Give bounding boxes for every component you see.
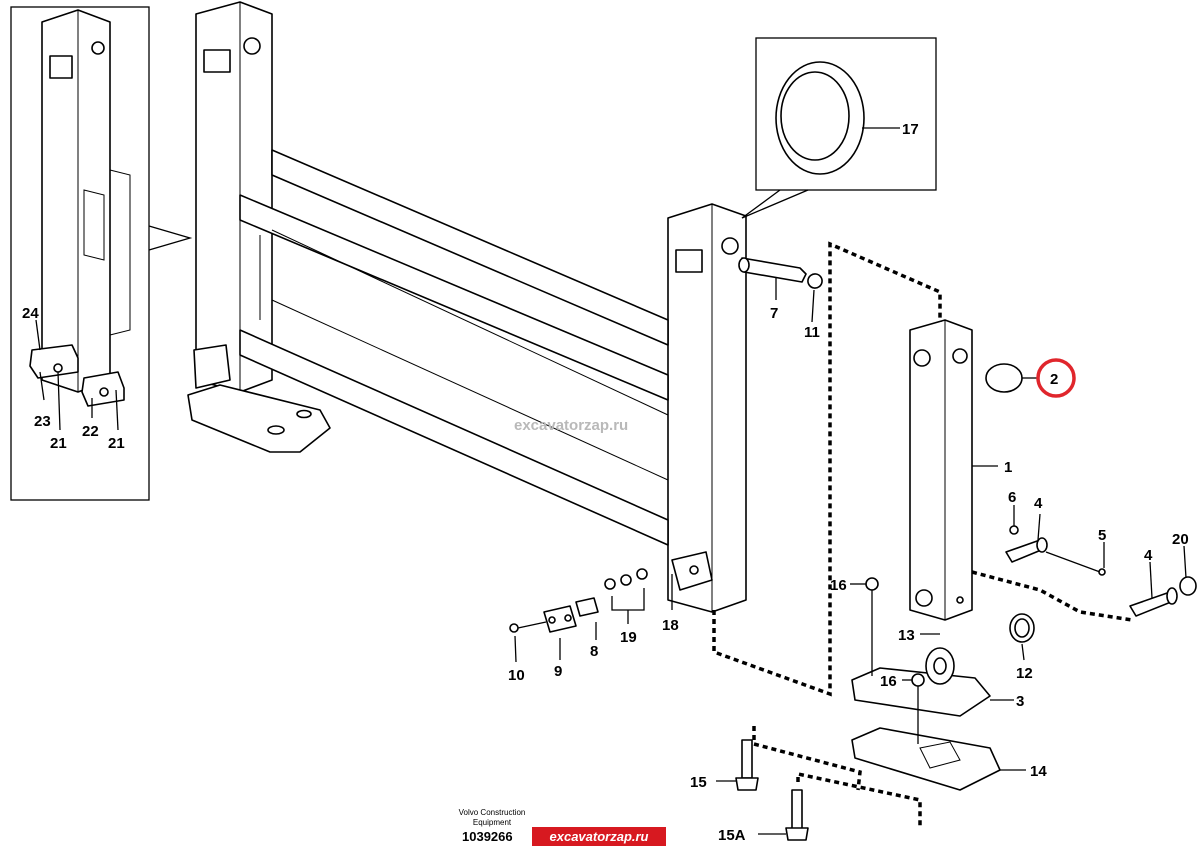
callout-2: 2 xyxy=(1050,371,1058,388)
callout-23: 23 xyxy=(34,413,51,430)
main-frame xyxy=(187,1,747,613)
callout-5: 5 xyxy=(1098,527,1106,544)
callout-10: 10 xyxy=(508,667,525,684)
callout-20: 20 xyxy=(1172,531,1189,548)
callout-14: 14 xyxy=(1030,763,1047,780)
callout-24: 24 xyxy=(22,305,39,322)
highlight-ring xyxy=(1036,358,1076,398)
callout-15: 15 xyxy=(690,774,707,791)
callout-13: 13 xyxy=(898,627,915,644)
assembly-dashed-lines xyxy=(712,241,1133,826)
callout-4-left: 4 xyxy=(1034,495,1043,512)
callout-22: 22 xyxy=(82,423,99,440)
callout-15a: 15A xyxy=(718,827,746,844)
callout-1: 1 xyxy=(1004,459,1012,476)
callout-7: 7 xyxy=(770,305,778,322)
callout-17: 17 xyxy=(902,121,919,138)
callout-16-upper: 16 xyxy=(830,577,847,594)
callout-19: 19 xyxy=(620,629,637,646)
callout-16-lower: 16 xyxy=(880,673,897,690)
callout-4-right: 4 xyxy=(1144,547,1153,564)
callout-11: 11 xyxy=(804,324,820,341)
callout-8: 8 xyxy=(590,643,598,660)
callout-9: 9 xyxy=(554,663,562,680)
small-parts xyxy=(509,568,809,841)
watermark: excavatorzap.ru xyxy=(514,417,628,434)
callout-21-right: 21 xyxy=(108,435,125,452)
site-badge xyxy=(532,827,666,846)
callout-21-left: 21 xyxy=(50,435,67,452)
maker-name-line1: Volvo Construction xyxy=(459,808,526,817)
callout-18: 18 xyxy=(662,617,679,634)
pin-and-clip xyxy=(738,257,823,323)
footer: Volvo Construction Equipment 1039266 exc… xyxy=(459,808,666,846)
leg-assembly xyxy=(850,319,1197,791)
callout-labels: 1 3 4 4 5 6 7 8 9 10 11 12 13 14 15 15A … xyxy=(22,121,1189,844)
callout-6: 6 xyxy=(1008,489,1016,506)
detail-inset xyxy=(10,6,193,501)
seal-detail-box xyxy=(741,37,937,219)
callout-12: 12 xyxy=(1016,665,1033,682)
highlighted-callout-2: 2 xyxy=(1036,358,1076,398)
site-badge-text: excavatorzap.ru xyxy=(550,829,649,844)
maker-name-line2: Equipment xyxy=(473,818,512,827)
callout-3: 3 xyxy=(1016,693,1024,710)
drawing-number: 1039266 xyxy=(462,829,513,844)
